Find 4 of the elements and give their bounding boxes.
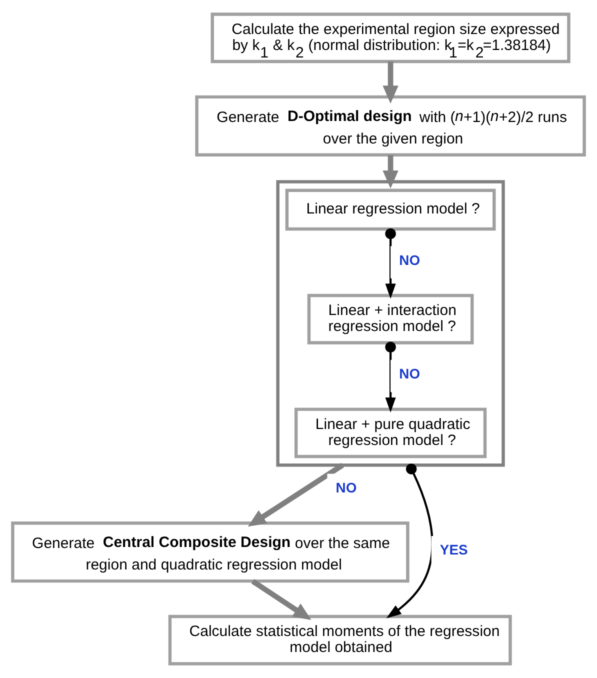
edge-label: YES xyxy=(440,542,468,558)
edge-label: NO xyxy=(399,366,420,382)
edge-label: NO xyxy=(399,252,420,268)
edge-label: NO xyxy=(336,479,357,496)
